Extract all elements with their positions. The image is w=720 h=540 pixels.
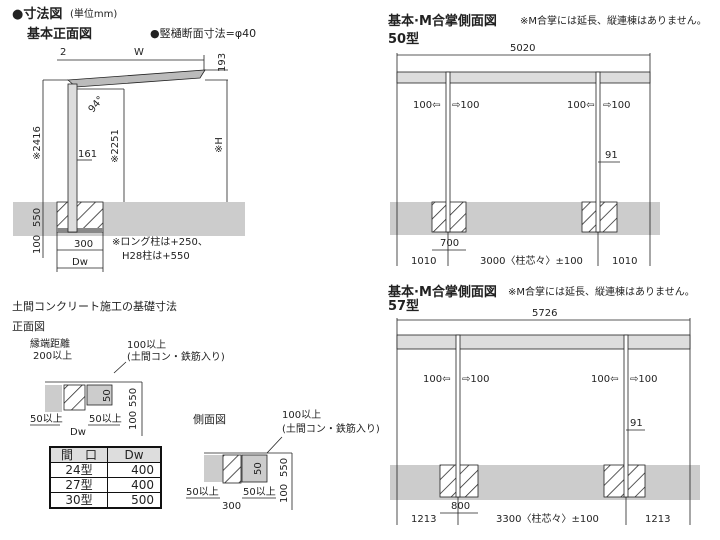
model-50: 50型 xyxy=(388,32,420,47)
clearance-left: 100⇦ xyxy=(567,100,595,111)
dim-100: 100 xyxy=(32,234,43,254)
note-h28: H28柱は+550 xyxy=(122,251,190,262)
foundation-front-title: 正面図 xyxy=(12,320,45,333)
table-header: 間 口 xyxy=(49,446,108,463)
dim-100: 100 xyxy=(279,483,290,503)
clearance-right: ⇨100 xyxy=(462,374,490,385)
side-view-note: ※M合掌には延長、縦連棟はありません。 xyxy=(520,16,707,27)
dim-2416: ※2416 xyxy=(32,126,43,160)
section-title: ●寸法図 xyxy=(12,7,63,22)
dim-161: 161 xyxy=(78,149,98,160)
clearance-left: 100⇦ xyxy=(591,374,619,385)
foundation-side-title: 側面図 xyxy=(193,413,226,426)
dim-5726: 5726 xyxy=(532,308,558,319)
dim-2: 2 xyxy=(60,47,67,58)
dim-right: 1213 xyxy=(645,514,671,525)
dim-550: 550 xyxy=(279,457,290,477)
min-50-right: 50以上 xyxy=(89,414,122,425)
min-50-left: 50以上 xyxy=(186,487,219,498)
dim-300: 300 xyxy=(74,239,94,250)
table-cell: 400 xyxy=(107,462,162,478)
clearance-right: ⇨100 xyxy=(630,374,658,385)
dim-center: 3300〈柱芯々〉±100 xyxy=(496,514,599,525)
dim-550: 550 xyxy=(128,387,139,407)
table-cell: 500 xyxy=(107,492,162,509)
dim-2251: ※2251 xyxy=(110,129,121,163)
side-view-note: ※M合掌には延長、縦連棟はありません。 xyxy=(508,287,695,298)
min-50-left: 50以上 xyxy=(30,414,63,425)
dim-w: W xyxy=(134,47,144,58)
dim-right: 1010 xyxy=(612,256,638,267)
dim-50: 50 xyxy=(102,389,113,402)
dim-100: 100 xyxy=(128,410,139,430)
dim-h: ※H xyxy=(214,137,225,153)
table-cell: 27型 xyxy=(49,477,108,493)
table-cell: 24型 xyxy=(49,462,108,478)
concrete-thickness: 100以上 xyxy=(127,340,167,351)
concrete-note: (土間コン・鉄筋入り) xyxy=(127,352,225,363)
dim-700: 700 xyxy=(440,238,460,249)
clearance-right: ⇨100 xyxy=(603,100,631,111)
foundation-title: 土間コンクリート施工の基礎寸法 xyxy=(12,300,177,313)
dim-left: 1213 xyxy=(411,514,437,525)
table-cell: 400 xyxy=(107,477,162,493)
concrete-note: (土間コン・鉄筋入り) xyxy=(282,424,380,435)
table-header: Dw xyxy=(107,446,162,463)
edge-distance-value: 200以上 xyxy=(33,351,73,362)
dim-800: 800 xyxy=(451,501,471,512)
table-cell: 30型 xyxy=(49,492,108,509)
dim-193: 193 xyxy=(217,52,228,72)
clearance-left: 100⇦ xyxy=(423,374,451,385)
edge-distance-label: 縁端距離 xyxy=(30,339,70,350)
dim-dw: Dw xyxy=(72,257,88,268)
dim-left: 1010 xyxy=(411,256,437,267)
dim-center: 3000〈柱芯々〉±100 xyxy=(480,256,583,267)
dim-300: 300 xyxy=(222,501,242,512)
min-50-right: 50以上 xyxy=(243,487,276,498)
dim-91: 91 xyxy=(605,150,618,161)
dim-550: 550 xyxy=(32,207,43,227)
dim-5020: 5020 xyxy=(510,43,536,54)
concrete-thickness: 100以上 xyxy=(282,410,322,421)
dim-91: 91 xyxy=(630,418,643,429)
clearance-left: 100⇦ xyxy=(413,100,441,111)
note-long-post: ※ロング柱は+250、 xyxy=(112,237,208,248)
dim-dw: Dw xyxy=(70,427,86,438)
gutter-note: ●竪樋断面寸法=φ40 xyxy=(150,27,257,40)
front-view-title: 基本正面図 xyxy=(27,27,93,42)
side-view-57-title: 基本·M合掌側面図 xyxy=(388,285,497,300)
model-57: 57型 xyxy=(388,299,420,314)
unit-label: (単位mm) xyxy=(70,9,118,20)
clearance-right: ⇨100 xyxy=(452,100,480,111)
dim-50: 50 xyxy=(253,462,264,475)
side-view-50-title: 基本·M合掌側面図 xyxy=(388,14,497,29)
